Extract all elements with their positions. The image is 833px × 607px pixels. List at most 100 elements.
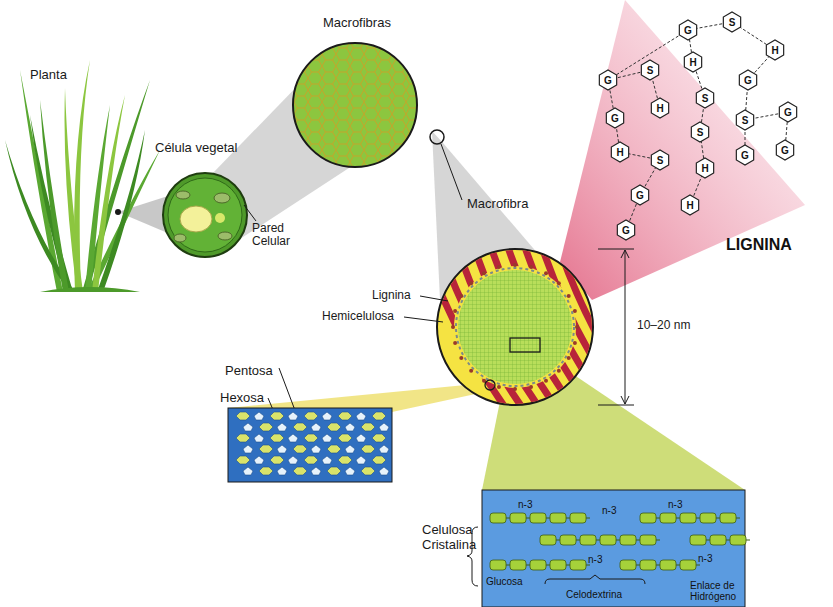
hemicellulose-dot: [529, 265, 533, 269]
sugar-unit: [379, 445, 389, 453]
monomer-letter: S: [697, 127, 704, 138]
sugar-unit: [243, 445, 253, 453]
hemicellulose-dot: [573, 341, 577, 345]
node-label: Macrofibra: [467, 197, 528, 212]
glucose-unit: [550, 560, 566, 570]
glycosidic-bond: [676, 565, 680, 566]
lignin-ring: [779, 102, 796, 122]
glucose-unit: [710, 535, 726, 545]
glucose-unit: [540, 535, 556, 545]
lignin-ring: [723, 12, 740, 32]
glucose-unit: [660, 560, 676, 570]
part-label: Celodextrina: [566, 589, 622, 600]
lignin-ring: [617, 220, 634, 240]
part-label: n-3: [588, 554, 602, 565]
monomer-letter: H: [686, 200, 693, 211]
monomer-letter: G: [744, 75, 752, 86]
sugar-unit: [372, 412, 386, 420]
sugar-unit: [293, 445, 307, 453]
glucose-unit: [640, 513, 656, 523]
glucose-unit: [620, 560, 636, 570]
glucose-unit: [570, 560, 586, 570]
lignin-ring: [681, 195, 698, 215]
monomer-letter: H: [616, 147, 623, 158]
sugar-unit: [254, 456, 264, 464]
lignin-ring: [611, 142, 628, 162]
hemicellulose-dot: [469, 369, 473, 373]
lignin-ring: [641, 60, 658, 80]
part-label: n-3: [602, 505, 616, 516]
sugar-unit: [243, 423, 253, 431]
glycosidic-bond: [636, 540, 640, 541]
sugar-unit: [259, 467, 273, 475]
lignin-ring: [736, 110, 753, 130]
monomer-letter: G: [622, 225, 630, 236]
part-label: Glucosa: [486, 576, 523, 587]
lignin-ring: [691, 122, 708, 142]
part-label: Planta: [30, 68, 67, 82]
node-label: Hexosa: [220, 391, 264, 406]
sugar-unit: [322, 456, 332, 464]
lignin-ring: [739, 70, 756, 90]
glycosidic-bond: [506, 565, 510, 566]
sugar-unit: [304, 412, 318, 420]
lignin-bond: [608, 30, 688, 80]
glycosidic-bond: [566, 518, 570, 519]
glucose-unit: [580, 535, 596, 545]
sugar-unit: [236, 412, 250, 420]
sugar-unit: [372, 456, 386, 464]
sugar-unit: [270, 456, 284, 464]
sugar-unit: [322, 434, 332, 442]
sugar-unit: [361, 445, 375, 453]
glucose-unit: [510, 513, 526, 523]
glucose-unit: [570, 513, 586, 523]
glucose-unit: [680, 513, 696, 523]
glucose-unit: [530, 513, 546, 523]
sugar-unit: [270, 434, 284, 442]
part-label: LIGNINA: [726, 236, 792, 254]
monomer-letter: H: [701, 163, 708, 174]
monomer-letter: S: [647, 65, 654, 76]
glycosidic-bond: [656, 540, 660, 541]
sugar-unit: [345, 445, 355, 453]
glycosidic-bond: [656, 565, 660, 566]
sugar-unit: [345, 467, 355, 475]
monomer-letter: G: [741, 150, 749, 161]
glucose-unit: [640, 535, 656, 545]
glucose-unit: [490, 560, 506, 570]
sugar-unit: [338, 434, 352, 442]
zoom-circle: Célula vegetal: [163, 173, 247, 257]
lignin-ring: [651, 98, 668, 118]
part-label: n-3: [518, 499, 532, 510]
monomer-letter: S: [742, 115, 749, 126]
glucose-unit: [640, 560, 656, 570]
hemicellulose-dot: [459, 356, 463, 360]
lignin-ring: [776, 140, 793, 160]
hemicellulose-dot: [529, 385, 533, 389]
glucose-unit: [490, 513, 506, 523]
glycosidic-bond: [676, 518, 680, 519]
node-label: Célula vegetal: [155, 141, 237, 156]
glycosidic-bond: [696, 565, 700, 566]
sugar-unit: [311, 467, 321, 475]
glucose-unit: [620, 535, 636, 545]
sugar-unit: [311, 445, 321, 453]
sugar-unit: [338, 412, 352, 420]
glucose-unit: [690, 535, 706, 545]
leaf: [65, 88, 84, 292]
lignin-ring: [766, 40, 783, 60]
monomer-letter: H: [689, 57, 696, 68]
glycosidic-bond: [726, 540, 730, 541]
sugar-unit: [361, 467, 375, 475]
sugar-unit: [259, 423, 273, 431]
monomer-letter: S: [657, 155, 664, 166]
lignin-ring: [679, 20, 696, 40]
hemicellulose-dot: [557, 369, 561, 373]
sugar-unit: [288, 456, 298, 464]
glucose-unit: [510, 560, 526, 570]
sugar-unit: [236, 456, 250, 464]
glycosidic-bond: [576, 540, 580, 541]
lignin-ring: [599, 70, 616, 90]
hemicellulose-dot: [459, 294, 463, 298]
